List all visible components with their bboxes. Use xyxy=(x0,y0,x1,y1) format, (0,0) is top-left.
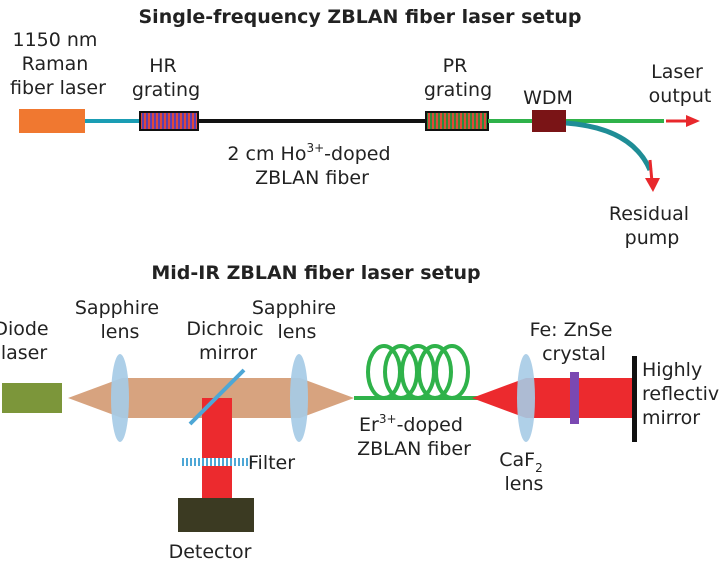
ho-doped-fiber xyxy=(198,119,426,123)
ho-fiber-label-line2: ZBLAN fiber xyxy=(255,167,369,189)
sapphire-lens-2-label: Sapphire lens xyxy=(252,297,342,343)
dichroic-mirror-label-line1: Dichroic xyxy=(186,318,263,340)
highly-reflective-mirror-label: Highly reflective mirror xyxy=(642,359,720,429)
mid-ir-beam xyxy=(472,378,632,418)
raman-output-fiber xyxy=(85,119,141,123)
filter-label: Filter xyxy=(248,452,295,474)
caf2-lens-label: CaF2 lens xyxy=(499,449,549,495)
hr-grating xyxy=(139,111,199,131)
residual-pump-label-line2: pump xyxy=(625,227,680,249)
er-fiber-label-line1: Er3+-doped xyxy=(359,412,463,436)
hr-grating-label: HR grating xyxy=(132,55,200,101)
detector-label: Detector xyxy=(169,541,252,563)
ho-fiber-label-line1: 2 cm Ho3+-doped xyxy=(227,141,390,165)
laser-output-label-line1: Laser xyxy=(651,61,703,83)
laser-output-label: Laser output xyxy=(649,61,712,107)
sapphire-lens-2-label-line1: Sapphire xyxy=(252,297,336,319)
fe-znse-crystal xyxy=(570,372,579,424)
diode-laser xyxy=(2,383,62,413)
pr-grating xyxy=(425,111,489,131)
raman-laser-label-line2: Raman xyxy=(22,53,89,75)
diode-laser-label: Diode laser xyxy=(0,318,55,364)
raman-laser-label-line3: fiber laser xyxy=(10,77,106,99)
sapphire-lens-2 xyxy=(290,354,308,442)
top-title: Single-frequency ZBLAN fiber laser setup xyxy=(139,6,582,28)
output-fiber xyxy=(488,119,664,123)
sapphire-lens-1-label-line1: Sapphire xyxy=(75,297,159,319)
wdm-label: WDM xyxy=(523,87,573,109)
raman-laser-label-line1: 1150 nm xyxy=(13,29,98,51)
fe-znse-label-line2: crystal xyxy=(542,343,606,365)
diode-laser-label-line1: Diode xyxy=(0,318,49,340)
caf-sub: 2 xyxy=(535,461,543,475)
hr-grating-label-line1: HR xyxy=(149,55,177,77)
mirror-label-line3: mirror xyxy=(642,407,700,429)
pr-grating-label: PR grating xyxy=(424,55,492,101)
raman-fiber-laser xyxy=(19,109,85,133)
sapphire-lens-1 xyxy=(111,354,129,442)
caf2-label-line2: lens xyxy=(505,473,544,495)
er-fiber-label: Er3+-doped ZBLAN fiber xyxy=(357,412,471,460)
fe-znse-label-line1: Fe: ZnSe xyxy=(530,319,613,341)
wdm-coupler xyxy=(532,110,566,132)
er-prefix: Er xyxy=(359,414,379,436)
reflected-signal-beam xyxy=(202,398,232,498)
er-doped-fiber-coil xyxy=(354,344,478,400)
laser-output-arrow-head xyxy=(686,115,700,127)
caf-prefix: CaF xyxy=(499,449,535,471)
sapphire-lens-1-label-line2: lens xyxy=(101,321,140,343)
laser-output-label-line2: output xyxy=(649,85,712,107)
sapphire-lens-2-label-line2: lens xyxy=(278,321,317,343)
ho-fiber-label: 2 cm Ho3+-doped ZBLAN fiber xyxy=(227,141,396,189)
ho-fiber-prefix: 2 cm Ho xyxy=(227,143,306,165)
mirror-label-line2: reflective xyxy=(642,383,720,405)
er-fiber-label-line2: ZBLAN fiber xyxy=(357,438,471,460)
ho-fiber-sup: 3+ xyxy=(306,141,324,155)
filter xyxy=(182,458,252,466)
sapphire-lens-1-label: Sapphire lens xyxy=(75,297,165,343)
residual-pump-fiber xyxy=(565,120,653,172)
highly-reflective-mirror xyxy=(632,356,637,442)
detector xyxy=(178,498,254,532)
residual-pump-label-line1: Residual xyxy=(609,203,689,225)
er-sup: 3+ xyxy=(379,412,397,426)
fe-znse-crystal-label: Fe: ZnSe crystal xyxy=(530,319,619,365)
caf2-label-line1: CaF2 xyxy=(499,449,542,475)
pr-grating-label-line2: grating xyxy=(424,79,492,101)
hr-grating-label-line2: grating xyxy=(132,79,200,101)
ho-fiber-suffix: -doped xyxy=(324,143,390,165)
caf2-lens xyxy=(517,354,535,442)
residual-pump-arrow-head xyxy=(645,178,660,192)
bottom-title: Mid-IR ZBLAN fiber laser setup xyxy=(151,262,480,284)
residual-pump-label: Residual pump xyxy=(609,203,695,249)
mirror-label-line1: Highly xyxy=(642,359,702,381)
dichroic-mirror-label-line2: mirror xyxy=(199,342,257,364)
er-suffix: -doped xyxy=(397,414,463,436)
raman-laser-label: 1150 nm Raman fiber laser xyxy=(10,29,106,99)
dichroic-mirror-label: Dichroic mirror xyxy=(186,318,269,364)
dichroic-mirror xyxy=(188,368,246,426)
diode-laser-label-line2: laser xyxy=(1,342,48,364)
pr-grating-label-line1: PR xyxy=(443,55,468,77)
